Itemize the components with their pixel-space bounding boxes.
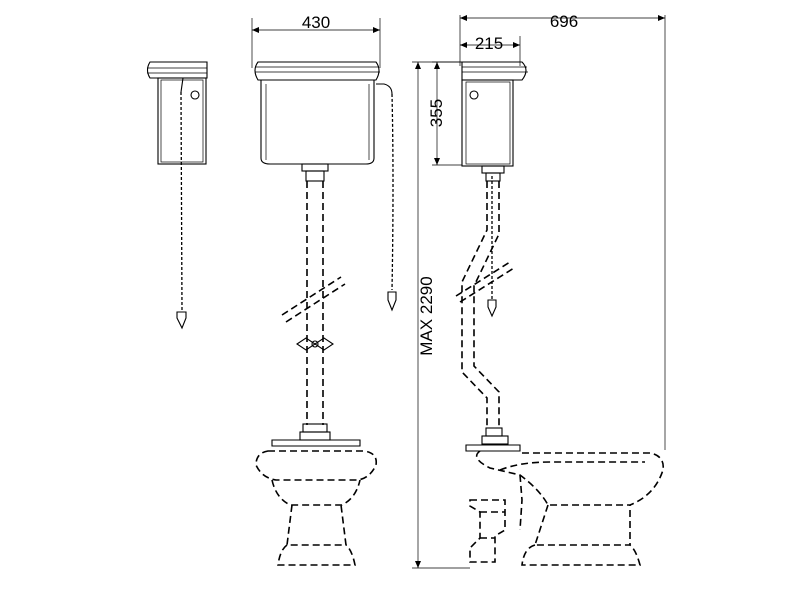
side-pull-chain xyxy=(487,176,497,318)
front-flush-pipe xyxy=(281,163,346,441)
dimension-cistern-width xyxy=(251,18,381,68)
dim-label-max-2290: MAX 2290 xyxy=(417,276,436,355)
dimension-max-height xyxy=(412,61,470,569)
side-view-cistern-right xyxy=(461,61,528,182)
side-view-cistern-left xyxy=(146,61,208,165)
front-view-cistern xyxy=(254,61,380,165)
pull-chain-left xyxy=(176,91,187,330)
dimension-cistern-depth xyxy=(460,36,521,66)
side-view-bowl xyxy=(465,444,665,566)
side-flush-pipe xyxy=(455,181,515,445)
front-view-bowl xyxy=(255,439,378,566)
dim-label-696: 696 xyxy=(550,12,578,31)
dim-label-355: 355 xyxy=(427,99,446,127)
dimension-overall-depth xyxy=(459,15,666,450)
dim-label-215: 215 xyxy=(475,34,503,53)
dim-label-430: 430 xyxy=(302,13,330,32)
front-pull-chain xyxy=(376,83,397,312)
